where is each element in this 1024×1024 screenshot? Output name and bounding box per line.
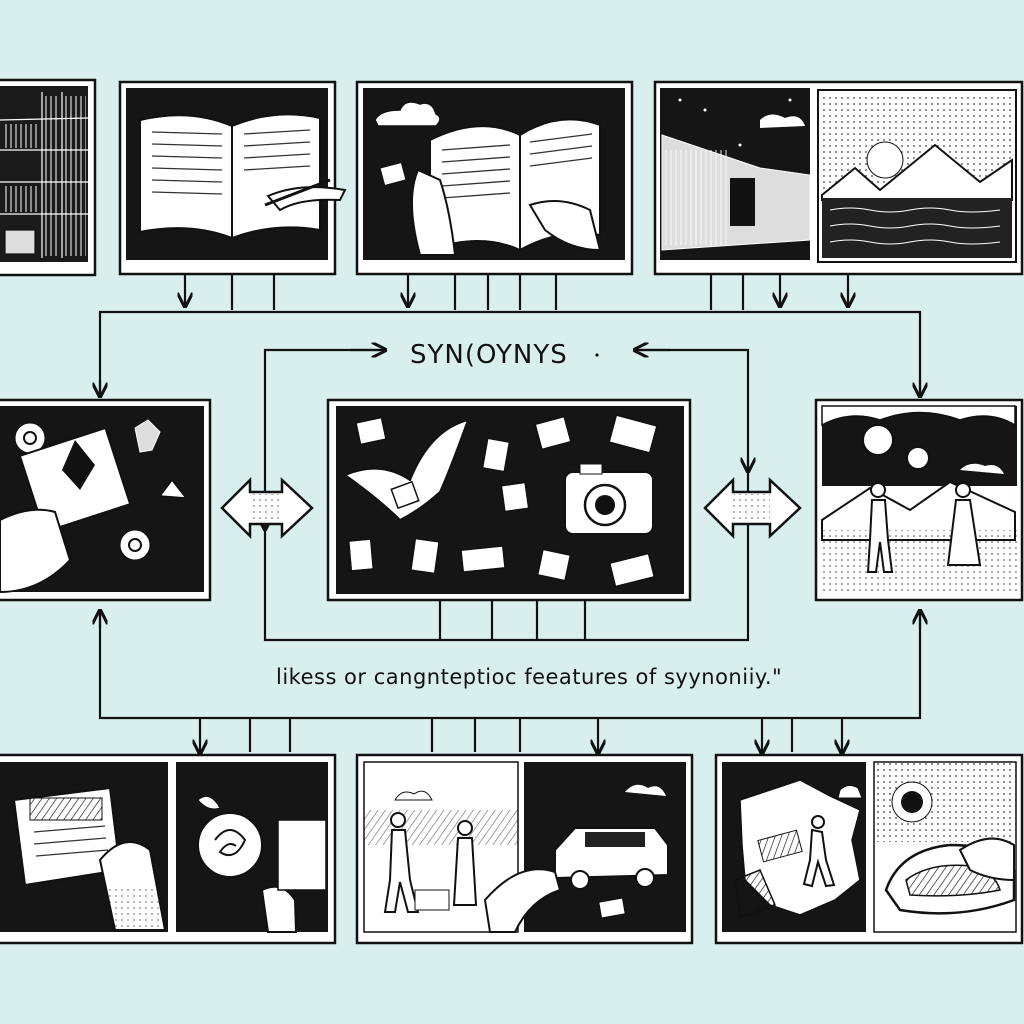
book-icon [374,101,602,256]
panel-bird-camera-cards [326,398,692,602]
double-arrow-right [703,476,802,540]
library-icon [0,92,89,258]
title-dot [595,353,599,357]
panel-card-in-hand [0,398,212,602]
panel-night-building-landscape [653,80,1024,276]
walker-icon [722,761,1017,933]
panel-book-and-rose [0,753,337,945]
hand-icon [0,419,188,594]
figures-icon [821,405,1017,592]
panel-two-figures-suns [814,398,1024,602]
building-icon [661,98,811,251]
diagram-caption: likess or cangnteptioc feeatures of syyn… [276,665,782,689]
van-icon [363,761,686,933]
rose-icon [0,762,328,933]
diagram-title: SYN(OYNYS [410,340,568,370]
panel-open-book-writing [118,80,347,276]
connector-lines [100,275,920,752]
panel-library-shelves [0,78,97,277]
panel-hands-holding-book [355,80,634,276]
landscape-icon [821,94,1013,258]
camera-icon [342,414,658,588]
book-icon [139,113,347,240]
panel-figures-and-van [355,753,694,945]
double-arrow-left [220,476,314,540]
panel-walker-and-shell [714,753,1024,945]
